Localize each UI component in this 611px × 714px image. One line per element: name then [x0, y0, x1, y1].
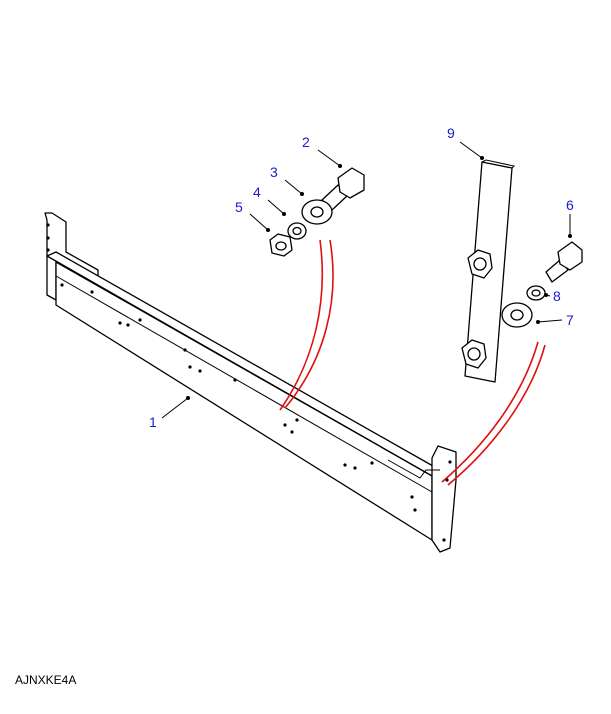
nut-plate-part-9	[461, 159, 516, 383]
beam-part-1	[44, 212, 457, 553]
bolt-part-6	[545, 241, 583, 283]
washer-part-7	[501, 302, 533, 328]
callout-9: 9	[447, 125, 455, 141]
nut-part-5	[269, 233, 293, 257]
callout-7: 7	[566, 312, 574, 328]
assembly-guide-lines	[279, 239, 546, 486]
callout-6: 6	[566, 197, 574, 213]
callout-2: 2	[302, 134, 310, 150]
callout-8: 8	[553, 288, 561, 304]
leader-lines	[161, 141, 572, 419]
washer-part-3	[301, 199, 333, 225]
spring-washer-part-4	[287, 222, 307, 240]
callout-4: 4	[253, 184, 261, 200]
callout-1: 1	[149, 414, 157, 430]
diagram-caption: AJNXKE4A	[15, 673, 77, 687]
beam-holes	[46, 223, 452, 542]
callout-5: 5	[235, 199, 243, 215]
callout-3: 3	[270, 164, 278, 180]
spring-washer-part-8	[526, 285, 546, 301]
